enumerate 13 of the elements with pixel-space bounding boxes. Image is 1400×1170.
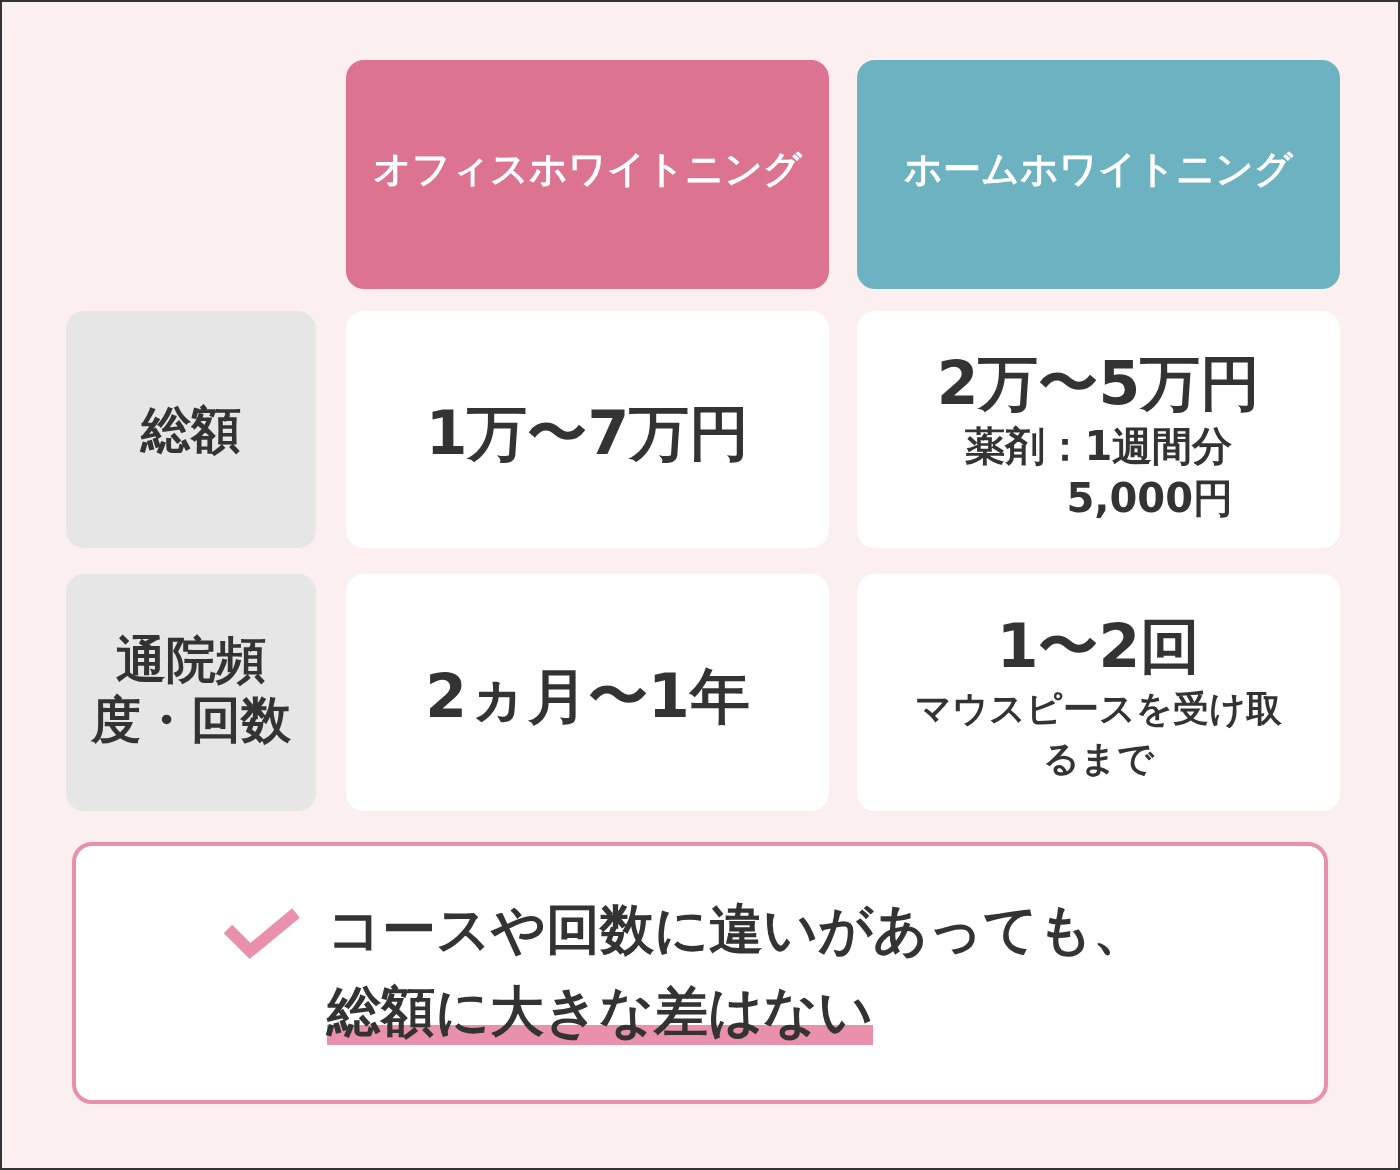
note-text: 5,000円 — [1065, 474, 1233, 522]
summary-text: コースや回数に違いがあっても、 — [327, 898, 1148, 963]
column-heading: オフィスホワイトニング — [372, 147, 804, 193]
note-text: 薬剤：1週間分 — [963, 422, 1234, 470]
column-heading: ホームホワイトニング — [903, 147, 1295, 193]
price-text: 2万〜5万円 — [935, 347, 1262, 419]
visit-count-text: 1〜2回 — [995, 610, 1202, 682]
note-text: マウスピースを受け取るまで — [914, 687, 1283, 782]
price-text: 1万〜7万円 — [424, 397, 751, 469]
row-heading: 通院頻度・回数 — [90, 630, 292, 750]
summary-text: 総額に大きな差はない — [327, 980, 873, 1045]
row-heading: 総額 — [139, 400, 242, 460]
duration-text: 2ヵ月〜1年 — [424, 660, 751, 732]
